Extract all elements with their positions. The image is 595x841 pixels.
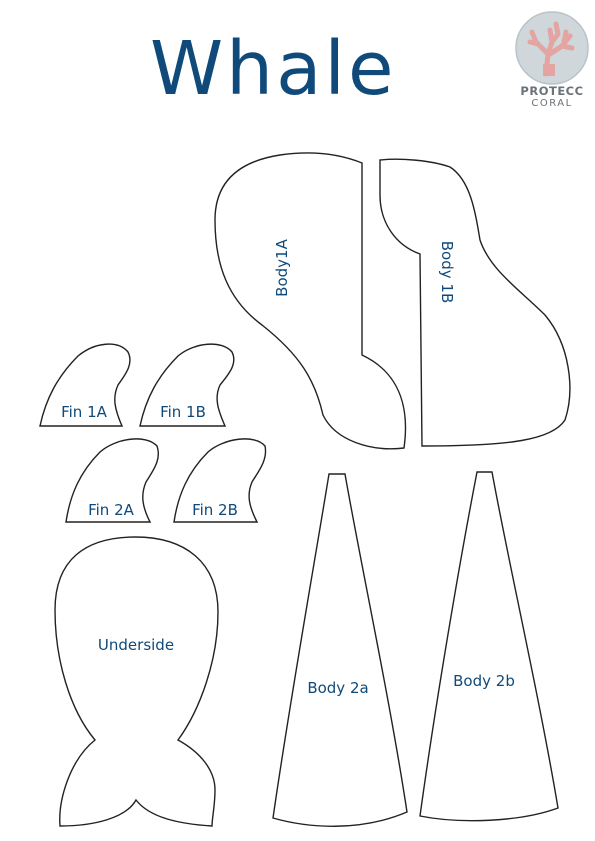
coral-logo-icon <box>515 11 589 85</box>
label-body2b: Body 2b <box>453 672 515 690</box>
page-title: Whale <box>150 26 397 112</box>
label-fin1a: Fin 1A <box>61 403 108 421</box>
protecc-coral-logo: PROTECC CORAL <box>512 8 592 118</box>
piece-fin1a: Fin 1A <box>39 343 131 427</box>
label-fin2b: Fin 2B <box>192 501 238 519</box>
piece-fin1b: Fin 1B <box>139 343 235 427</box>
piece-fin2b: Fin 2B <box>173 438 267 523</box>
piece-underside: Underside <box>54 536 219 827</box>
label-fin2a: Fin 2A <box>88 501 135 519</box>
piece-body2a: Body 2a <box>272 473 408 827</box>
label-body2a: Body 2a <box>307 679 368 697</box>
label-body1a: Body1A <box>273 238 291 296</box>
piece-body2b: Body 2b <box>419 471 559 822</box>
piece-fin2a: Fin 2A <box>65 438 159 523</box>
piece-body1b: Body 1B <box>379 158 571 447</box>
piece-body1a: Body1A <box>214 152 407 450</box>
label-body1b: Body 1B <box>438 241 456 303</box>
logo-text-protecc: PROTECC <box>520 84 584 98</box>
label-underside: Underside <box>98 636 174 654</box>
logo-text-coral: CORAL <box>531 98 573 109</box>
label-fin1b: Fin 1B <box>160 403 206 421</box>
